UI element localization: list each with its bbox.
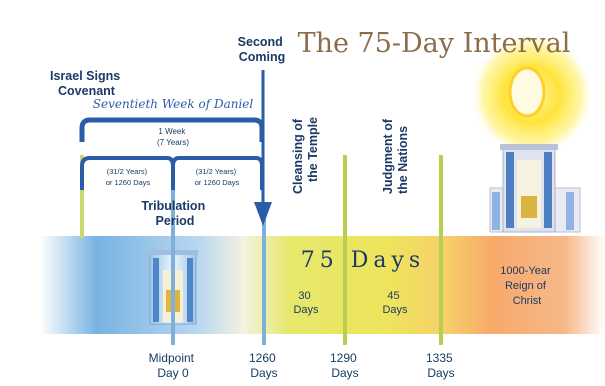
tribulation-period-label: Tribulation Period bbox=[141, 199, 208, 228]
seventieth-week-label: Seventieth Week of Daniel bbox=[93, 97, 254, 111]
millennial-reign-label: 1000-Year Reign of Christ bbox=[500, 265, 553, 307]
diagram-title: The 75-Day Interval bbox=[298, 28, 571, 59]
second-half-week-label: (31/2 Years) or 1260 Days bbox=[195, 167, 240, 187]
israel-covenant-label: Israel Signs Covenant bbox=[50, 69, 124, 98]
millennial-temple-icon bbox=[489, 144, 581, 233]
judgment-nations-label: Judgment of the Nations bbox=[381, 116, 410, 194]
marker-midpoint: Midpoint Day 0 bbox=[149, 351, 198, 380]
marker-1260: 1260 Days bbox=[249, 351, 279, 380]
forty-five-days-label: 45 Days bbox=[382, 290, 408, 316]
seventy-five-days-label: 75 Days bbox=[301, 248, 425, 273]
one-week-label: 1 Week (7 Years) bbox=[157, 127, 189, 147]
glory-flame-icon bbox=[508, 66, 546, 118]
marker-1290: 1290 Days bbox=[330, 351, 360, 380]
cleansing-temple-label: Cleansing of the Temple bbox=[291, 116, 320, 195]
second-coming-label: Second Coming bbox=[238, 35, 287, 64]
thirty-days-label: 30 Days bbox=[293, 290, 319, 316]
timeline-band bbox=[40, 236, 605, 334]
marker-1335: 1335 Days bbox=[426, 351, 456, 380]
second-coming-arrow-head bbox=[254, 202, 272, 226]
first-half-week-label: (31/2 Years) or 1260 Days bbox=[106, 167, 151, 187]
